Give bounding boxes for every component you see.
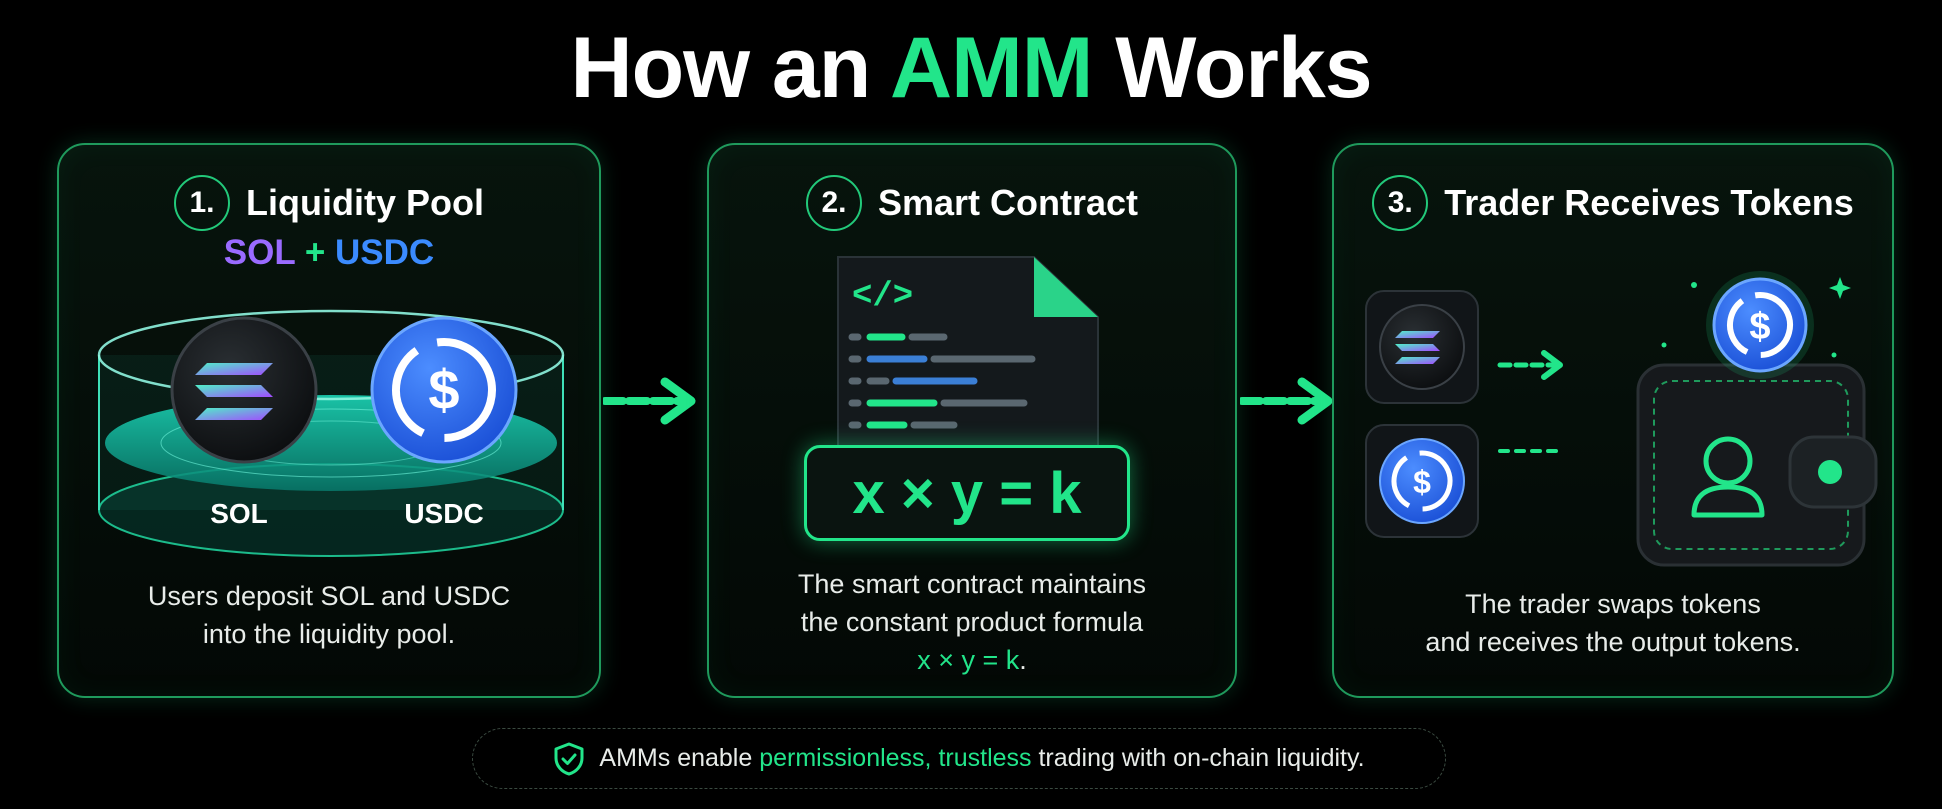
step-header: 1. Liquidity Pool — [59, 175, 599, 231]
sparkle-icon — [1661, 277, 1851, 358]
usdc-coin-icon: $ — [1706, 271, 1814, 379]
title-suffix: Works — [1092, 20, 1372, 116]
pair-left: SOL — [223, 233, 296, 272]
caption-line: the constant product formula — [800, 607, 1144, 637]
wallet-icon — [1636, 363, 1878, 567]
sol-coin-icon — [1365, 290, 1479, 404]
pool-label-usdc: USDC — [404, 498, 483, 529]
usdc-coin-icon: $ — [1365, 424, 1479, 538]
step-number: 2. — [805, 175, 862, 231]
footer-prefix: AMMs enable — [599, 744, 760, 772]
arrow-right-icon — [1240, 377, 1333, 425]
step-number: 1. — [174, 175, 230, 231]
caption-line: The trader swaps tokens — [1465, 589, 1761, 619]
pool-label-sol: SOL — [210, 498, 268, 529]
footer-note: AMMs enable permissionless, trustless tr… — [472, 728, 1446, 789]
step-title: Liquidity Pool — [246, 182, 484, 223]
code-file-icon: </> — [837, 256, 1099, 450]
step-title: Trader Receives Tokens — [1444, 182, 1854, 223]
arrow-right-icon — [603, 377, 696, 425]
step-caption: The smart contract maintains the constan… — [709, 565, 1235, 679]
caption-period: . — [1019, 645, 1027, 675]
svg-text:$: $ — [428, 358, 459, 421]
page-title: How an AMM Works — [0, 18, 1942, 118]
title-prefix: How an — [570, 20, 890, 116]
step-title: Smart Contract — [877, 182, 1139, 223]
sol-coin-icon — [170, 316, 318, 464]
liquidity-pool-illustration: $ SOL USDC — [97, 309, 565, 557]
footer-suffix: trading with on-chain liquidity. — [1031, 744, 1365, 772]
step-caption: The trader swaps tokens and receives the… — [1334, 585, 1892, 661]
footer-highlight: permissionless, trustless — [759, 744, 1032, 772]
step-card-smart-contract: 2. Smart Contract </> x × y = k The smar… — [707, 143, 1237, 698]
formula-box: x × y = k — [804, 445, 1130, 541]
token-pair: SOL + USDC — [59, 233, 599, 273]
pair-plus: + — [304, 233, 326, 272]
caption-line: x × y = k. — [709, 641, 1235, 679]
swap-illustration: $ $ — [1365, 271, 1878, 567]
caption-line: into the liquidity pool. — [202, 619, 456, 649]
shield-check-icon — [554, 742, 584, 775]
step-header: 3. Trader Receives Tokens — [1334, 175, 1892, 231]
code-tag: </> — [852, 278, 913, 316]
user-icon — [1691, 436, 1765, 518]
caption-line: Users deposit SOL and USDC — [147, 581, 511, 611]
caption-formula: x × y = k — [917, 645, 1020, 675]
step-card-liquidity-pool: 1. Liquidity Pool SOL + USDC $ — [57, 143, 601, 698]
footer-text: AMMs enable permissionless, trustless tr… — [599, 744, 1364, 773]
caption-line: and receives the output tokens. — [1425, 627, 1801, 657]
usdc-coin-icon: $ — [370, 316, 518, 464]
pair-right: USDC — [335, 233, 435, 272]
arrow-right-icon — [1497, 350, 1563, 380]
step-number: 3. — [1372, 175, 1429, 231]
step-caption: Users deposit SOL and USDC into the liqu… — [59, 577, 599, 653]
svg-text:$: $ — [1413, 464, 1431, 500]
step-header: 2. Smart Contract — [709, 175, 1235, 231]
caption-line: The smart contract maintains — [797, 569, 1147, 599]
title-highlight: AMM — [889, 20, 1093, 116]
step-card-trader-receives: 3. Trader Receives Tokens $ — [1332, 143, 1894, 698]
formula-text: x × y = k — [852, 460, 1082, 526]
svg-text:$: $ — [1749, 306, 1770, 348]
